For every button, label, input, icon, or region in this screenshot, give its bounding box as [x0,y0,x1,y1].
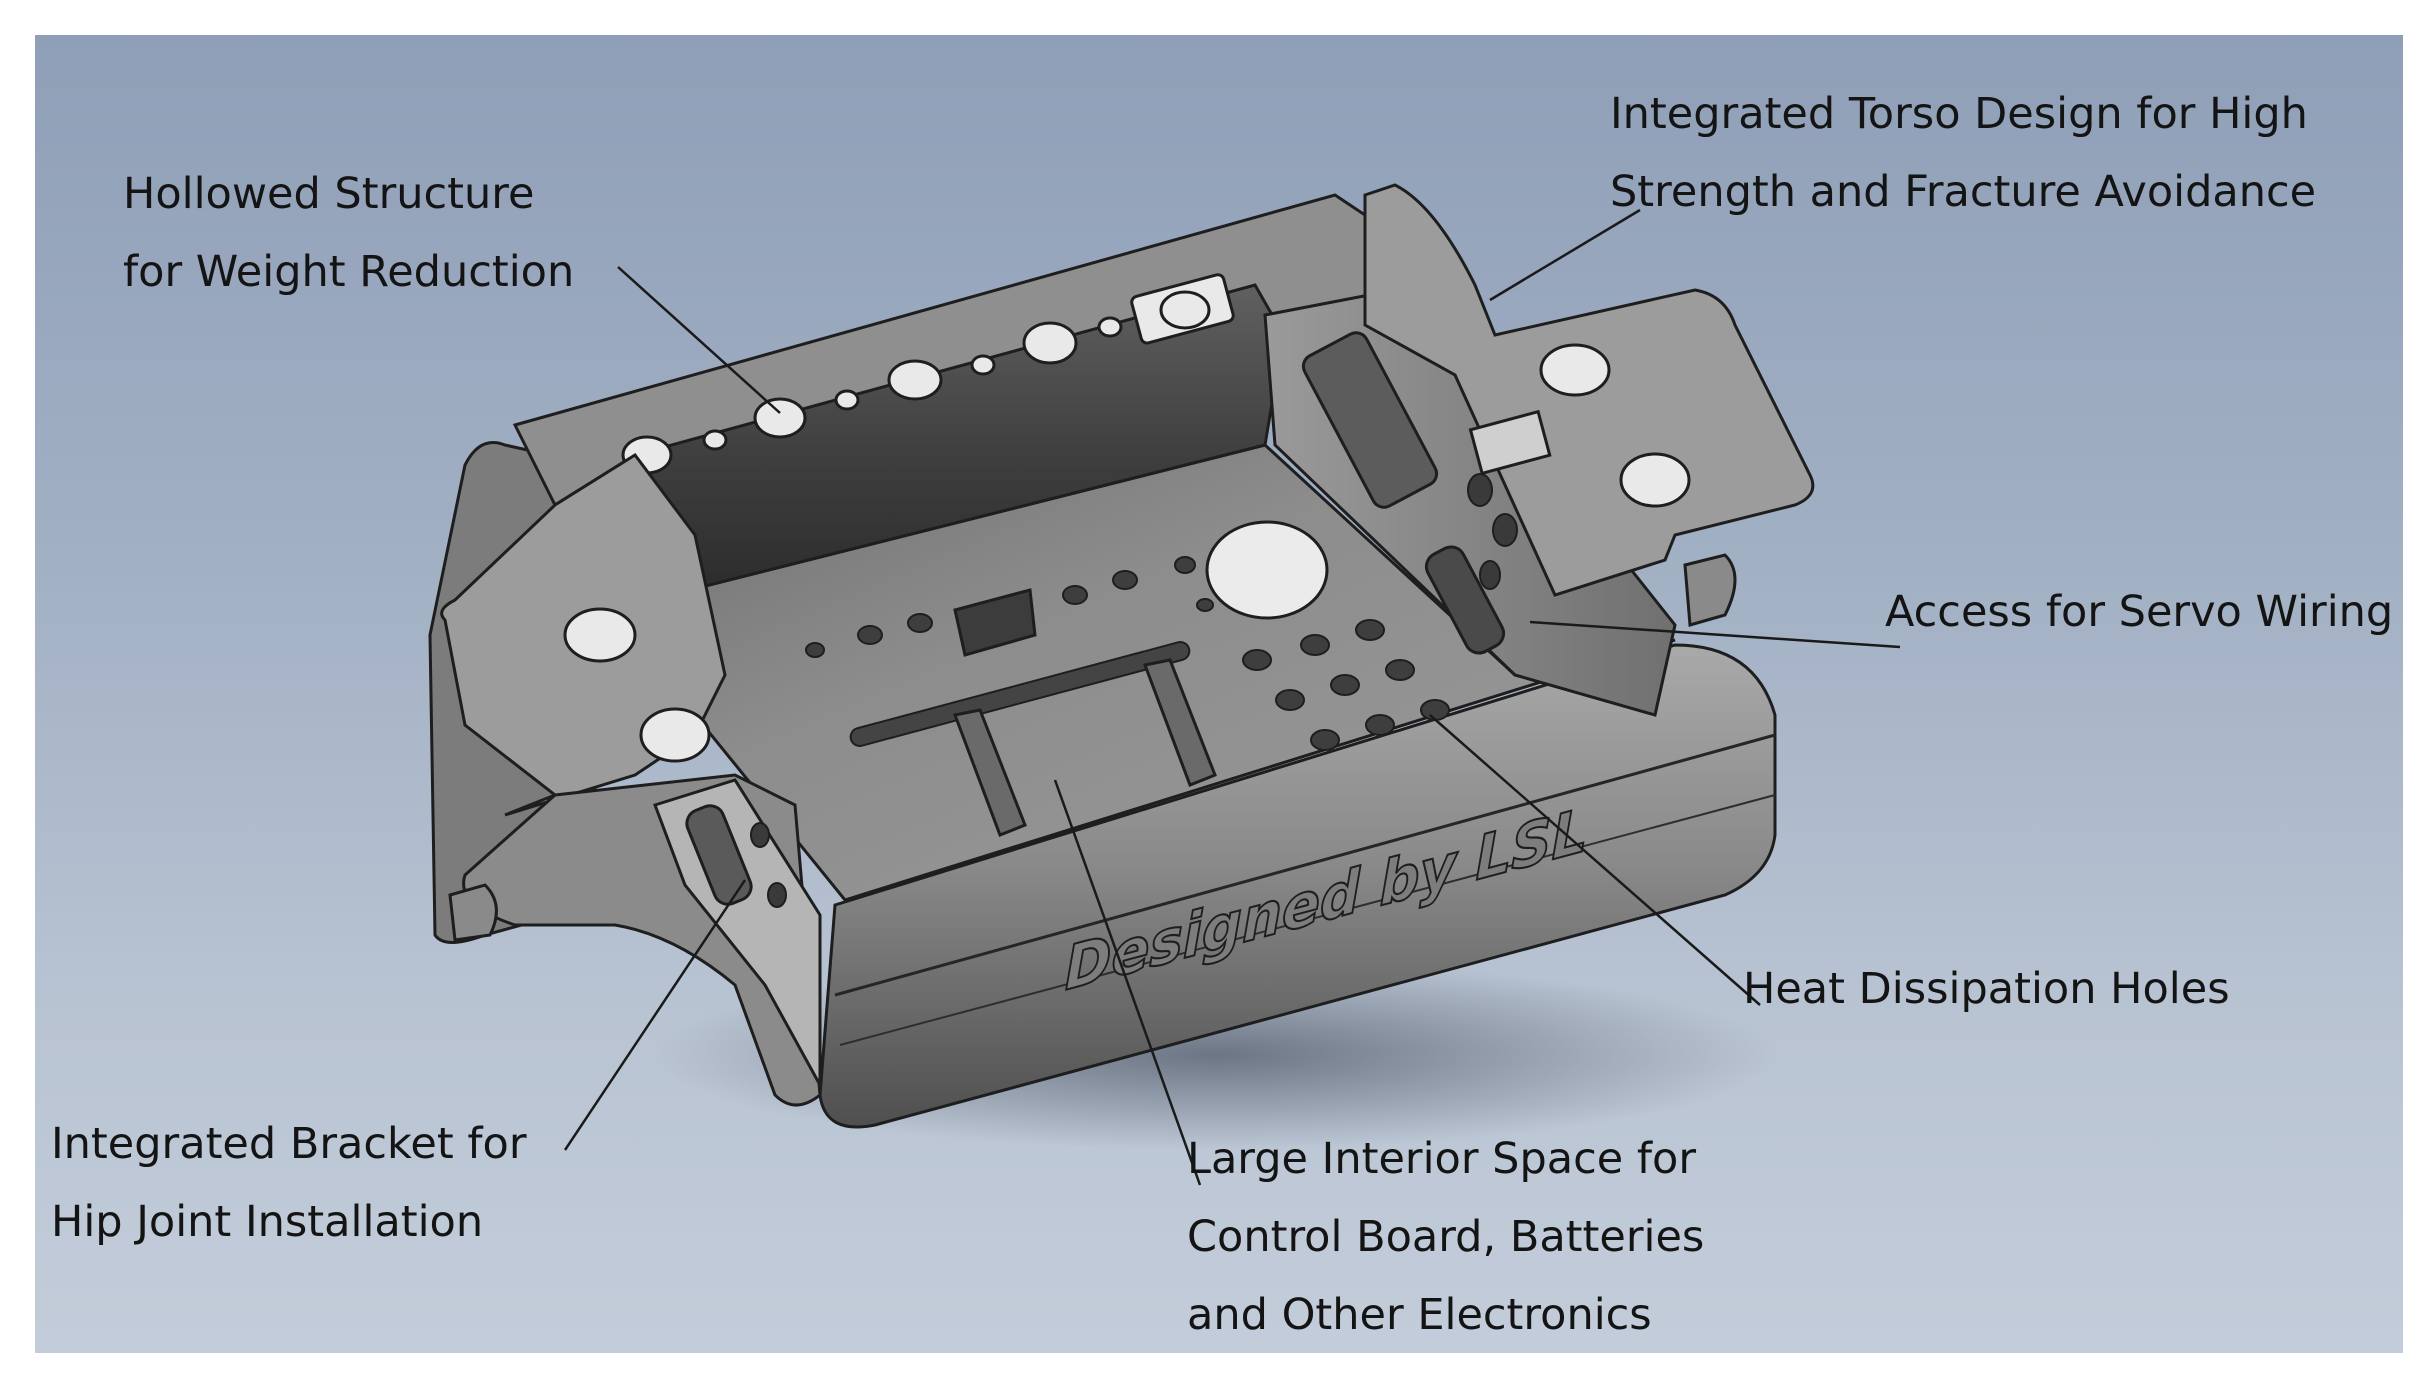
hole [1492,513,1518,547]
hole [702,429,728,451]
diagram-canvas: Designed by LSL Hollowed Structure for W… [35,35,2403,1353]
servo-wiring-slot [1424,545,1506,655]
hole [1242,649,1272,671]
servo-wiring-slot [1301,331,1439,509]
hole [1310,729,1340,751]
hole [1420,699,1450,721]
callout-line: Hip Joint Installation [51,1197,484,1247]
weight-reduction-holes [621,273,1235,475]
hole [907,613,933,633]
callout-line: for Weight Reduction [123,247,575,297]
hole [887,359,943,401]
plate-slot [1468,409,1552,476]
heat-dissipation-holes [1242,619,1450,751]
mount-hole [639,707,711,763]
callout-line: and Other Electronics [1187,1290,1652,1340]
hole [1159,290,1211,330]
leader-lines [563,208,1901,1186]
callout-line: Integrated Torso Design for High [1610,89,2308,139]
front-face-edge [839,794,1776,1046]
leader-bracket [563,879,747,1151]
mount-hole [1619,452,1691,508]
hole [1022,321,1078,365]
hole [1275,689,1305,711]
hole [753,397,807,439]
mount-hole [563,607,637,663]
leader-interior [1053,779,1202,1186]
hole [1479,560,1501,590]
hole [750,822,770,848]
hole [1467,473,1493,507]
right-lug [1683,553,1737,627]
callout-line: Heat Dissipation Holes [1743,964,2230,1014]
callout-line: Strength and Fracture Avoidance [1610,167,2317,217]
hole [1062,585,1088,605]
hole [857,625,883,645]
hole [1355,619,1385,641]
callout-hip-bracket: Integrated Bracket for Hip Joint Install… [51,1105,527,1261]
callout-line: Control Board, Batteries [1187,1212,1705,1262]
leader-torso [1489,208,1641,302]
leader-hollowed [617,266,781,414]
callout-interior-space: Large Interior Space for Control Board, … [1187,1120,1704,1353]
hole [767,882,787,908]
hole [1097,316,1123,338]
leader-heat [1429,714,1761,1006]
leader-servo [1529,620,1901,649]
hole [1112,570,1138,590]
hole [1385,659,1415,681]
callout-heat-dissipation: Heat Dissipation Holes [1743,950,2230,1028]
floor-tab [952,708,1027,837]
callout-servo-wiring: Access for Servo Wiring [1885,573,2393,651]
bracket-holes [750,822,787,908]
callout-line: Hollowed Structure [123,169,535,219]
side-wall-holes [1467,473,1518,590]
floor-tab [1142,658,1217,787]
hole [1300,634,1330,656]
hole [1174,556,1196,574]
center-cable-hole [1205,520,1329,620]
hole [1196,598,1214,612]
callout-hollowed-structure: Hollowed Structure for Weight Reduction [123,155,574,311]
callout-integrated-torso: Integrated Torso Design for High Strengt… [1610,75,2316,231]
left-lug [448,883,498,942]
bracket-slot [685,804,753,906]
callout-line: Access for Servo Wiring [1885,587,2394,637]
callout-line: Large Interior Space for [1187,1134,1697,1184]
hole [805,642,825,658]
hole [1365,714,1395,736]
front-face-edge [834,733,1776,997]
body-front-face [818,643,1777,1129]
floor-clip [953,588,1037,657]
bracket-wall [653,778,822,1086]
hole [834,389,860,411]
mount-hole [1539,343,1611,397]
hole [970,354,996,376]
floor-long-slot [849,641,1191,747]
torso-cad-render: Designed by LSL [428,183,1901,1186]
hole [1330,674,1360,696]
floor-small-holes [805,556,1214,658]
callout-line: Integrated Bracket for [51,1119,527,1169]
